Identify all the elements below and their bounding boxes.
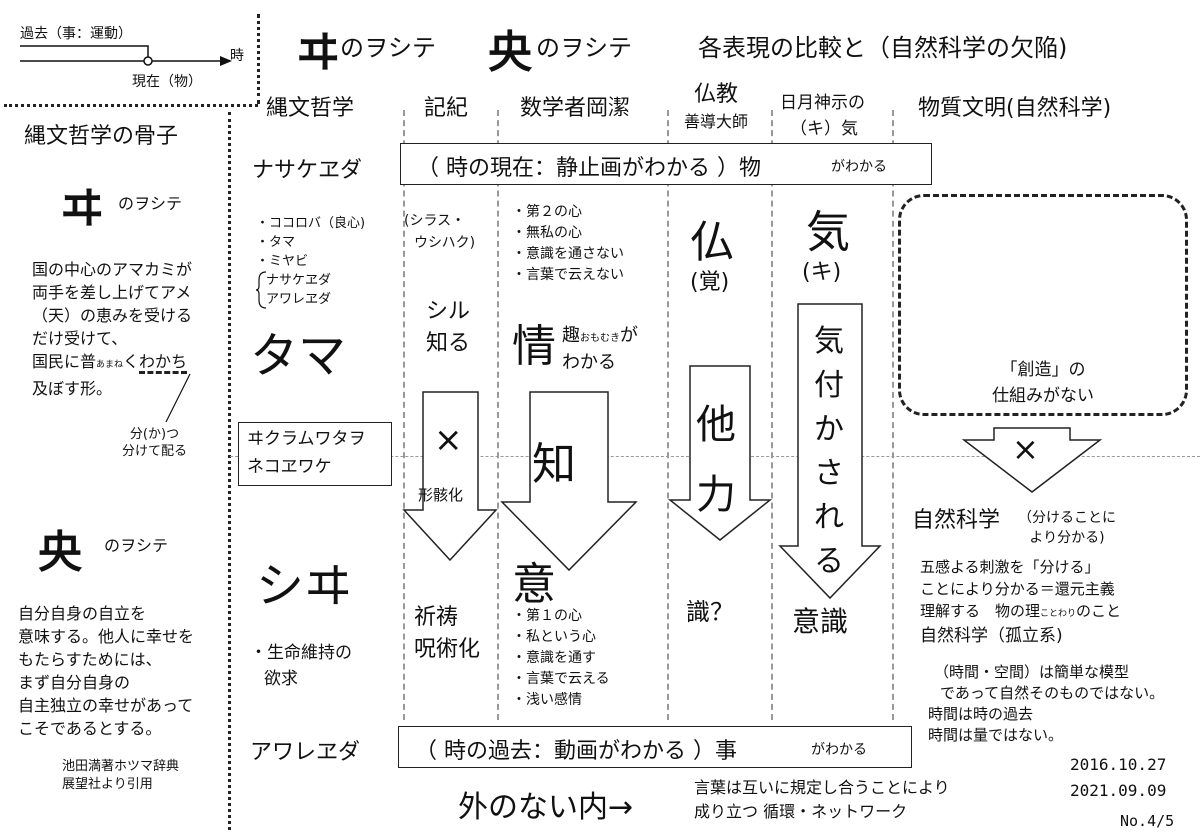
hitsuki-arrow xyxy=(778,303,882,600)
jomon-tama: タマ xyxy=(250,328,347,384)
oka-jo: 情 xyxy=(512,321,556,372)
kiki-arrow xyxy=(402,391,498,562)
bukkyo-kaku: (覚) xyxy=(690,270,730,295)
col-head-bukkyo-sub: 善導大師 xyxy=(684,112,749,131)
awareuda-box: （ 時の過去：動画がわかる ）事 がわかる xyxy=(398,726,912,768)
oka-chi: 知 xyxy=(532,439,576,490)
dates: 2016.10.27 2021.09.09 xyxy=(1070,755,1167,800)
wakachi-note: 分(か)つ 分けて配る xyxy=(122,427,188,459)
header-glyph-b: 央 xyxy=(488,27,532,78)
oka-arrow xyxy=(500,391,638,572)
top-divider-horizontal xyxy=(4,104,258,107)
jomon-bottom: ・生命維持の 欲求 xyxy=(250,643,352,689)
soto-no-nai-uchi: 外のない内→ xyxy=(458,790,634,825)
bukkyo-tariki: 他 力 xyxy=(696,402,736,518)
timeline-diagram xyxy=(20,45,232,66)
hitsuki-ishiki: 意識 xyxy=(792,605,849,638)
network-text: 言葉は互いに規定し合うことにより 成り立つ 循環・ネットワーク xyxy=(694,778,950,821)
nasakeuda-box: （ 時の現在：静止画がわかる ）物 がわかる xyxy=(400,143,932,185)
top-divider-vertical xyxy=(257,14,260,104)
col-head-jomon: 縄文哲学 xyxy=(266,96,355,121)
left-glyph-b: 央 xyxy=(38,527,82,578)
jomon-shii: シヰ xyxy=(256,558,353,614)
col-head-busshitsu: 物質文明(自然科学) xyxy=(918,96,1112,121)
col-sep-1 xyxy=(403,110,405,720)
left-glyph-a-label: のヲシテ xyxy=(118,194,183,213)
timeline-present-label: 現在（物） xyxy=(132,74,202,90)
shizen-kagaku-sub: （分けることに より分かる) xyxy=(1018,510,1116,546)
col-head-bukkyo: 仏教 xyxy=(694,82,739,107)
timeline-past-label: 過去（事：運動） xyxy=(20,26,132,42)
header-glyph-a-suffix: のヲシテ xyxy=(340,34,436,62)
bukkyo-hotoke: 仏 xyxy=(690,217,734,268)
header-title: 各表現の比較と（自然科学の欠陥) xyxy=(698,34,1068,62)
col-head-kiki: 記紀 xyxy=(424,96,469,121)
col-head-hitsuki-sub: （キ）気 xyxy=(790,119,858,139)
awareuda-label: アワレヱダ xyxy=(250,740,361,765)
hitsuki-ki-kana: (キ) xyxy=(802,260,842,285)
timeline-time-label: 時 xyxy=(230,48,244,64)
col-head-oka: 数学者岡潔 xyxy=(520,96,631,121)
col-sep-2 xyxy=(497,110,499,720)
wakachi-pointer-line xyxy=(165,373,191,423)
nasakeuda-label: ナサケヱダ xyxy=(252,158,363,183)
kiki-cross: × xyxy=(434,420,463,460)
bukkyo-arrow xyxy=(667,365,773,541)
kiki-top: (シラス・ ウシハク) xyxy=(404,213,476,251)
shizen-kagaku: 自然科学 xyxy=(912,508,1001,533)
souzou-box: 「創造」の 仕組みがない xyxy=(898,194,1188,416)
col-sep-5 xyxy=(892,110,894,720)
wakachi-underlined: わかち xyxy=(139,352,188,374)
jomon-list: ・ココロバ（良心) ・タマ ・ミヤビ ナサケヱダ アワレヱダ xyxy=(256,216,366,307)
left-glyph-a: ヰ xyxy=(60,183,104,234)
col-sep-3 xyxy=(667,110,669,720)
kiki-shiru: シル 知る xyxy=(426,299,471,356)
left-glyph-b-label: のヲシテ xyxy=(104,536,169,555)
busshitsu-para: 五感よる刺激を「分ける」 ことにより分かる＝還元主義 理解する 物の理ことわりの… xyxy=(920,558,1122,646)
col-sep-4 xyxy=(771,110,773,720)
bukkyo-shiki: 識？ xyxy=(686,598,734,626)
oka-jo-text: 趣おもむきが わかる xyxy=(562,325,638,373)
jomon-brace xyxy=(255,271,267,309)
col-head-hitsuki: 日月神示の xyxy=(780,93,865,113)
kiki-bottom: 祈祷 呪術化 xyxy=(414,605,481,662)
busshitsu-arrow xyxy=(961,427,1103,493)
hitsuki-ki: 気 xyxy=(806,207,850,258)
header-glyph-b-suffix: のヲシテ xyxy=(536,34,632,62)
oka-bottom: ・第１の心 ・私という心 ・意識を通す ・言葉で云える ・浅い感情 xyxy=(512,608,610,708)
left-para-b: 自分自身の自立を 意味する。他人に幸せを もたらすためには、 まず自分自身の 自… xyxy=(18,604,195,738)
busshitsu-cross: × xyxy=(1012,430,1039,468)
hitsuki-arrow-text: 気 付 か さ れ る xyxy=(814,324,844,579)
page-number: No.4/5 xyxy=(1120,812,1175,830)
header-glyph-a: ヰ xyxy=(296,27,340,78)
citation: 池田満著ホツマ辞典 展望社より引用 xyxy=(62,759,180,792)
left-para-a: 国の中心のアマカミが 両手を差し上げてアメ （天）の恵みを受ける だけ受けて、 … xyxy=(32,260,193,398)
kiki-keigai: 形骸化 xyxy=(418,486,464,504)
oka-top: ・第２の心 ・無私の心 ・意識を通さない ・言葉で云えない xyxy=(512,204,624,283)
left-heading: 縄文哲学の骨子 xyxy=(24,124,179,149)
left-column-divider xyxy=(228,112,231,830)
oka-i: 意 xyxy=(512,559,556,610)
busshitsu-para2: （時間・空間）は簡単な模型 であって自然そのものではない。 時間は時の過去 時間… xyxy=(928,663,1165,744)
kuramu-box: ヰクラムワタヲ ネコヱワケ xyxy=(238,422,392,486)
